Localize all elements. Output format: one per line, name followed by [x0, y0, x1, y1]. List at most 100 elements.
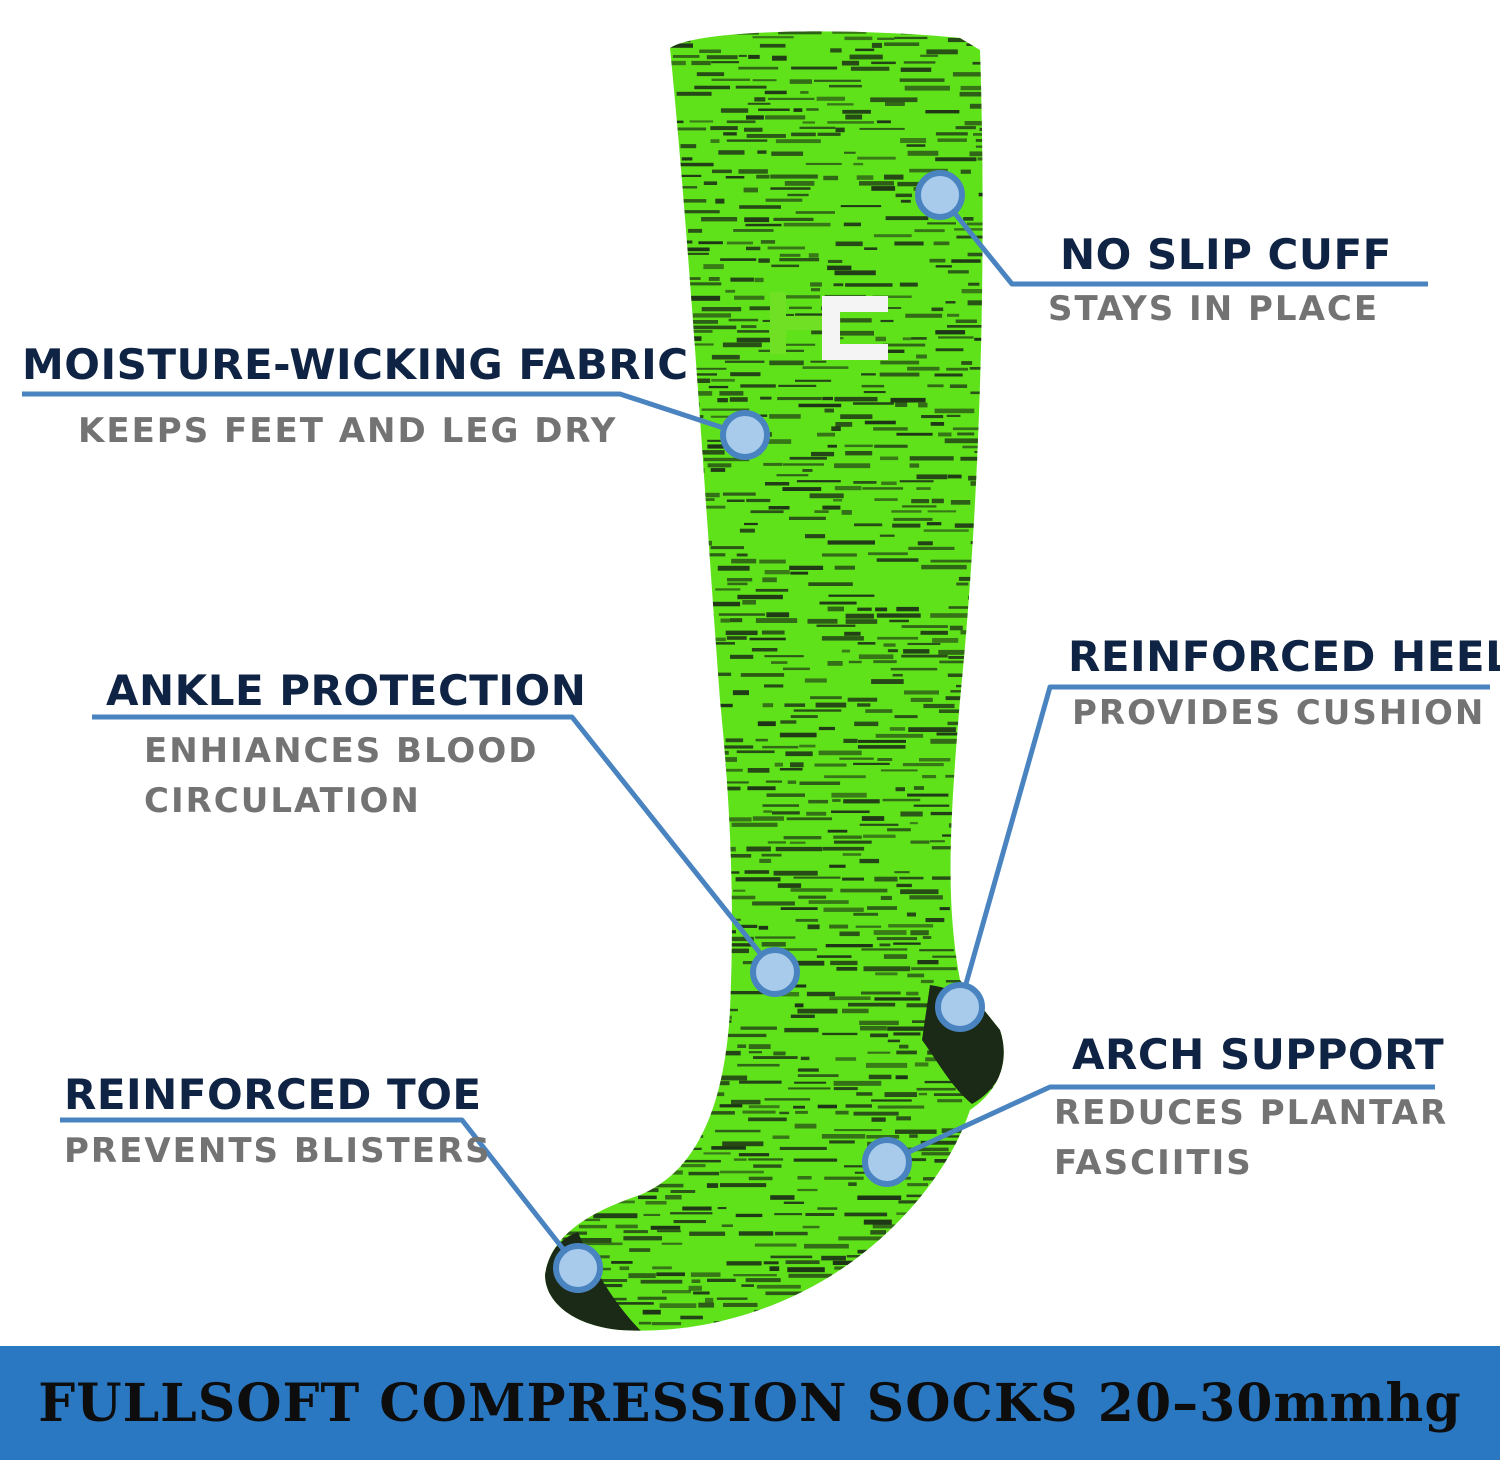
- fabric-streak: [1030, 1004, 1048, 1007]
- fabric-streak: [972, 787, 1004, 791]
- fabric-streak: [985, 732, 1002, 735]
- fabric-streak: [659, 1303, 697, 1308]
- fabric-streak: [806, 991, 835, 997]
- fabric-streak: [545, 1087, 559, 1092]
- fabric-streak: [632, 702, 677, 708]
- fabric-streak: [669, 685, 713, 689]
- fabric-streak: [889, 1291, 920, 1294]
- fabric-streak: [549, 613, 561, 617]
- fabric-streak: [647, 1038, 693, 1041]
- fabric-streak: [777, 295, 821, 299]
- fabric-streak: [711, 745, 754, 749]
- fabric-streak: [973, 1147, 992, 1151]
- fabric-streak: [772, 811, 800, 815]
- fabric-streak: [891, 510, 922, 513]
- fabric-streak: [703, 1081, 730, 1086]
- fabric-streak: [635, 289, 674, 293]
- fabric-streak: [520, 482, 536, 484]
- fabric-streak: [972, 1135, 1004, 1139]
- fabric-streak: [970, 1278, 1000, 1284]
- fabric-streak: [964, 756, 979, 762]
- fabric-streak: [829, 924, 849, 929]
- fabric-streak: [520, 943, 544, 946]
- fabric-streak: [1035, 1279, 1065, 1282]
- fabric-streak: [731, 1099, 761, 1105]
- fabric-streak: [1029, 1008, 1070, 1012]
- fabric-streak: [986, 810, 1004, 814]
- fabric-streak: [844, 631, 861, 636]
- fabric-streak: [889, 727, 906, 731]
- fabric-streak: [674, 320, 718, 324]
- fabric-streak: [563, 181, 593, 185]
- fabric-streak: [923, 529, 969, 532]
- fabric-streak: [899, 480, 934, 483]
- fabric-streak: [911, 967, 957, 971]
- fabric-streak: [827, 661, 843, 666]
- fabric-streak: [769, 1266, 780, 1271]
- fabric-streak: [842, 109, 871, 114]
- fabric-streak: [626, 301, 641, 305]
- fabric-streak: [1016, 854, 1049, 858]
- fabric-streak: [995, 750, 1004, 753]
- fabric-streak: [773, 343, 816, 346]
- fabric-streak: [564, 115, 592, 118]
- fabric-streak: [678, 270, 689, 274]
- fabric-streak: [601, 330, 628, 334]
- fabric-streak: [554, 1122, 593, 1125]
- fabric-streak: [859, 1020, 899, 1026]
- fabric-streak: [853, 402, 894, 405]
- fabric-streak: [910, 1249, 940, 1253]
- fabric-streak: [845, 1104, 872, 1108]
- fabric-streak: [838, 1236, 883, 1241]
- fabric-streak: [924, 1080, 957, 1084]
- fabric-streak: [575, 894, 596, 898]
- fabric-streak: [966, 703, 980, 706]
- fabric-streak: [879, 943, 891, 947]
- fabric-streak: [707, 444, 725, 449]
- fabric-streak: [609, 1302, 654, 1305]
- fabric-streak: [558, 1231, 587, 1235]
- fabric-streak: [545, 1189, 564, 1192]
- fabric-streak: [642, 247, 676, 252]
- fabric-streak: [928, 1279, 963, 1283]
- fabric-streak: [802, 121, 815, 124]
- fabric-streak: [745, 223, 782, 227]
- fabric-streak: [520, 1340, 531, 1344]
- fabric-streak: [545, 1014, 557, 1018]
- fabric-streak: [675, 523, 691, 526]
- fabric-streak: [919, 949, 954, 952]
- fabric-streak: [745, 1278, 781, 1283]
- fabric-streak: [520, 470, 532, 474]
- fabric-streak: [797, 1176, 812, 1180]
- fabric-streak: [926, 522, 942, 526]
- fabric-streak: [788, 1087, 831, 1090]
- fabric-streak: [594, 1087, 636, 1091]
- fabric-streak: [930, 811, 961, 816]
- fabric-streak: [610, 157, 650, 163]
- fabric-streak: [614, 192, 647, 197]
- fabric-streak: [564, 54, 608, 59]
- fabric-streak: [893, 517, 933, 521]
- fabric-streak: [545, 775, 568, 779]
- fabric-streak: [967, 300, 1002, 306]
- fabric-streak: [759, 559, 786, 564]
- fabric-streak: [944, 438, 989, 444]
- fabric-streak: [922, 936, 932, 939]
- fabric-streak: [648, 277, 661, 281]
- fabric-streak: [973, 133, 1003, 136]
- fabric-streak: [558, 836, 570, 840]
- fabric-streak: [829, 864, 846, 868]
- fabric-streak: [722, 854, 752, 858]
- fabric-streak: [690, 31, 726, 36]
- fabric-streak: [879, 372, 920, 377]
- fabric-streak: [610, 54, 629, 58]
- fabric-streak: [779, 1111, 790, 1115]
- fabric-streak: [790, 888, 833, 892]
- fabric-streak: [1035, 392, 1048, 395]
- fabric-streak: [623, 1236, 662, 1241]
- fabric-streak: [822, 1032, 858, 1036]
- fabric-streak: [827, 103, 854, 106]
- fabric-streak: [694, 1027, 718, 1030]
- fabric-streak: [990, 174, 1004, 179]
- fabric-streak: [1003, 216, 1004, 220]
